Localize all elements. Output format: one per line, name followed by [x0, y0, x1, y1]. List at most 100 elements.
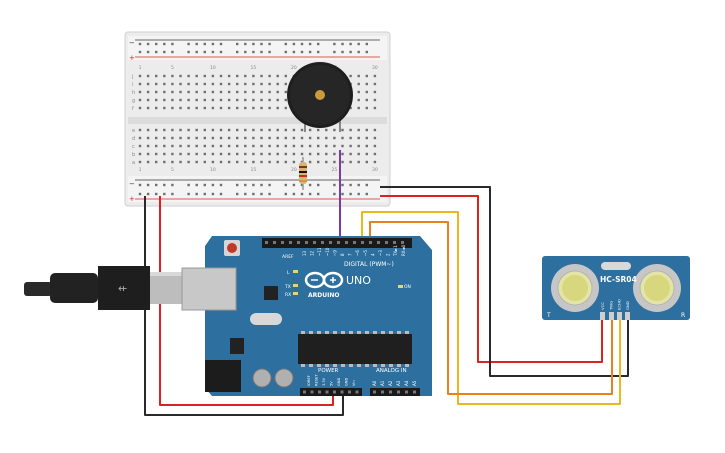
power-jack [205, 360, 241, 392]
brand-label: ARDUINO [308, 292, 339, 299]
column-number: 1 [139, 167, 142, 173]
analog-header-pins [373, 390, 416, 394]
analog-pin-label: A3 [396, 380, 401, 386]
analog-label: ANALOG IN [376, 368, 407, 374]
power-label: POWER [318, 368, 339, 374]
column-number: 15 [251, 167, 257, 173]
mcu-chip [298, 334, 412, 364]
column-number: 30 [372, 65, 378, 71]
digital-pin-label: ~6 [355, 250, 360, 256]
column-number: 20 [291, 167, 297, 173]
digital-pin-label: 8 [340, 253, 345, 256]
power-pin-label: IOREF [307, 375, 311, 386]
digital-pin-label: 2 [386, 253, 391, 256]
digital-pin-label: TX►1 [393, 245, 398, 257]
column-number: 5 [171, 167, 174, 173]
terminal-holes [138, 74, 377, 164]
column-number: 1 [139, 65, 142, 71]
analog-pin-label: A0 [372, 380, 377, 386]
breadboard[interactable]: − + 115510101515202025253030 jihgfedcba … [124, 31, 391, 207]
usb-chip [264, 286, 278, 300]
row-letter: b [132, 152, 135, 158]
row-letter: c [132, 144, 135, 150]
capacitor [274, 368, 294, 388]
analog-pin-label: A4 [404, 380, 409, 386]
digital-pin-label: RX◄0 [401, 244, 406, 256]
voltage-regulator [230, 338, 244, 354]
aref-label: AREF [282, 254, 294, 260]
row-letter: j [131, 74, 133, 80]
sensor-model-label: HC-SR04 [600, 275, 637, 284]
wire-orange-echo [369, 221, 613, 395]
arduino-logo [304, 271, 344, 289]
usb-cable: ⇷ [24, 266, 190, 310]
column-number: 5 [171, 65, 174, 71]
analog-pin-label: A5 [412, 380, 417, 386]
power-pin-label: 5V [330, 381, 334, 386]
column-number: 10 [210, 65, 216, 71]
rail-minus-label: − [129, 39, 135, 47]
sensor-pins [600, 312, 630, 320]
column-number: 10 [210, 167, 216, 173]
usb-jack [181, 267, 237, 311]
wires [144, 150, 629, 416]
l-label: L [287, 270, 290, 276]
row-letter: i [132, 82, 133, 88]
analog-pin-label: A2 [388, 380, 393, 386]
digital-pin-label: ~9 [332, 250, 337, 256]
digital-pin-label: 7 [348, 253, 353, 256]
power-pin-label: Vin [352, 380, 356, 386]
column-number: 15 [251, 65, 257, 71]
row-letter: d [132, 136, 135, 142]
model-label: UNO [346, 274, 371, 287]
sensor-pin-label: VCC [600, 302, 605, 310]
rail-plus-label: + [129, 54, 135, 62]
digital-pin-label: ~11 [317, 247, 322, 256]
rail-plus-label-bottom: + [129, 195, 135, 203]
row-letter: g [132, 98, 135, 104]
capacitor [252, 368, 272, 388]
row-letter: f [132, 106, 134, 112]
mcu-pins [301, 331, 409, 367]
power-pin-label: 3.3V [322, 377, 326, 386]
row-letter: h [132, 90, 135, 96]
crystal [250, 313, 282, 325]
digital-pin-label: 4 [370, 253, 375, 256]
digital-pin-label: ~3 [378, 250, 383, 256]
column-number: 30 [372, 167, 378, 173]
tx-label: TX [284, 284, 291, 290]
digital-pin-label: ~10 [325, 247, 330, 256]
resistor[interactable] [299, 157, 307, 190]
power-header-pins [303, 390, 359, 394]
digital-label: DIGITAL (PWM~) [344, 261, 394, 268]
row-letter: e [132, 128, 135, 134]
sensor-pin-label: TRIG [608, 301, 613, 311]
bottom-rail-holes [138, 183, 368, 196]
column-number: 25 [332, 167, 338, 173]
wire-yellow-trig [361, 211, 621, 405]
sensor-left-mark: T [546, 312, 551, 319]
power-pin-label: RESET [315, 374, 319, 386]
digital-pin-label: 12 [310, 250, 315, 256]
wire-black-gnd-sensor [380, 186, 629, 377]
column-number: 20 [291, 65, 297, 71]
sensor-pin-label: ECHO [617, 299, 622, 310]
sensor-right-mark: R [681, 312, 685, 319]
piezo-buzzer[interactable] [287, 62, 353, 132]
rx-label: RX [285, 292, 291, 298]
power-pin-label: GND [337, 378, 341, 386]
digital-pin-label: ~5 [363, 250, 368, 256]
row-letter: a [132, 160, 135, 166]
sensor-crystal [601, 262, 631, 270]
power-pin-label: GND [345, 378, 349, 386]
rail-minus-label-bottom: − [129, 180, 135, 188]
usb-icon: ⇷ [118, 282, 127, 295]
top-rail-holes [138, 42, 368, 54]
